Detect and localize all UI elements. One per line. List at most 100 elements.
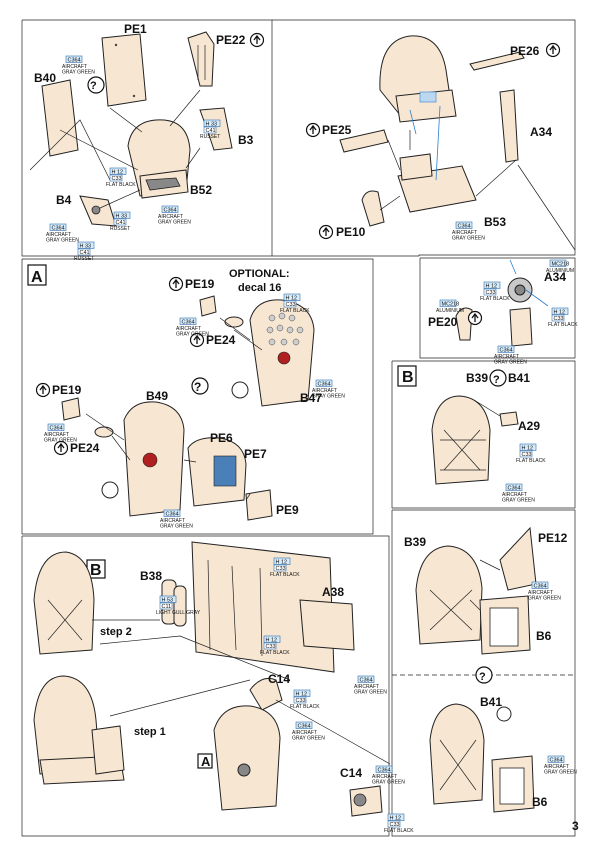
paint-code: MC218 <box>442 301 460 307</box>
paint-name: AIRCRAFT <box>176 326 201 332</box>
label-b49: B49 <box>146 389 168 403</box>
paint-code: C364 <box>500 347 513 353</box>
paint-code: C364 <box>534 583 547 589</box>
paint-subcode: C41 <box>116 220 126 226</box>
photo-etch-icon <box>249 32 265 48</box>
paint-name: GRAY GREEN <box>452 236 485 242</box>
paint-code: C364 <box>550 757 563 763</box>
paint-name: FLAT BLACK <box>106 182 136 188</box>
paint-name: FLAT BLACK <box>290 704 320 710</box>
panel-a34-detail <box>455 259 549 347</box>
paint-name: FLAT BLACK <box>516 458 546 464</box>
label-pe22: PE22 <box>216 33 246 47</box>
label-a29: A29 <box>518 419 540 433</box>
label-pe20: PE20 <box>428 315 458 329</box>
label-b47: B47 <box>300 391 322 405</box>
paint-name: RUSSET <box>110 226 130 232</box>
label-a34: A34 <box>530 125 552 139</box>
label-pe24b: PE24 <box>70 441 100 455</box>
paint-code: C364 <box>166 511 179 517</box>
paint-name: AIRCRAFT <box>354 684 379 690</box>
paint-code: H 12 <box>112 169 124 175</box>
panel-b39-assembly <box>415 526 537 655</box>
panel-seat-frame <box>305 35 576 251</box>
paint-name: AIRCRAFT <box>372 774 397 780</box>
label-step1: step 1 <box>134 726 166 738</box>
pe22-part <box>187 31 215 87</box>
b40-plate <box>41 79 79 157</box>
photo-etch-icon <box>318 224 334 240</box>
photo-etch-icon <box>467 310 483 326</box>
panel-b-seat: ? <box>397 365 519 485</box>
label-c14: C14 <box>268 672 290 686</box>
paint-name: AIRCRAFT <box>62 64 87 70</box>
label-a38: A38 <box>322 585 344 599</box>
label-b38: B38 <box>140 569 162 583</box>
paint-name: AIRCRAFT <box>158 214 183 220</box>
paint-subcode: C33 <box>266 644 276 650</box>
pe12-plate <box>499 526 537 591</box>
paint-code: C364 <box>378 767 391 773</box>
paint-code: C364 <box>458 223 471 229</box>
paint-subcode: C41 <box>80 250 90 256</box>
a34-rod <box>499 89 519 163</box>
pe9-plate <box>245 489 273 521</box>
paint-code: H 12 <box>286 295 298 301</box>
label-step2: step 2 <box>100 626 132 638</box>
paint-code: C364 <box>164 207 177 213</box>
pe20-part <box>455 307 473 341</box>
a38-panel <box>191 541 335 673</box>
c14-part <box>249 677 283 711</box>
paint-name: LIGHT GULL GRAY <box>156 610 201 616</box>
paint-code: H 33 <box>80 243 92 249</box>
label-b41: B41 <box>508 371 530 385</box>
paint-name: AIRCRAFT <box>494 354 519 360</box>
label-pe19a: PE19 <box>185 277 215 291</box>
paint-name: GRAY GREEN <box>44 438 77 444</box>
paint-subcode: C33 <box>486 290 496 296</box>
paint-name: GRAY GREEN <box>176 332 209 338</box>
pe25-part <box>339 129 389 153</box>
paint-code: H 33 <box>206 121 218 127</box>
question-mark-text: ? <box>479 671 486 683</box>
pe7-screen <box>213 455 237 487</box>
paint-subcode: C33 <box>276 566 286 572</box>
photo-etch-icon <box>168 276 184 292</box>
label-b39: B39 <box>466 371 488 385</box>
paint-subcode: C33 <box>296 698 306 704</box>
panel-b-letter: B <box>402 369 414 386</box>
paint-subcode: C33 <box>554 316 564 322</box>
pe1-plate <box>101 33 147 107</box>
paint-code: H 12 <box>296 691 308 697</box>
paint-name: AIRCRAFT <box>44 432 69 438</box>
paint-code: H 53 <box>162 597 174 603</box>
b41-frame <box>429 703 485 805</box>
paint-code: C364 <box>360 677 373 683</box>
seat-step1 <box>33 675 101 775</box>
photo-etch-icon <box>305 122 321 138</box>
paint-name: AIRCRAFT <box>452 230 477 236</box>
optional-label: OPTIONAL: <box>229 268 290 280</box>
ref-a-letter: A <box>201 754 211 769</box>
paint-code: C364 <box>50 425 63 431</box>
paint-name: AIRCRAFT <box>502 492 527 498</box>
paint-name: GRAY GREEN <box>160 524 193 530</box>
